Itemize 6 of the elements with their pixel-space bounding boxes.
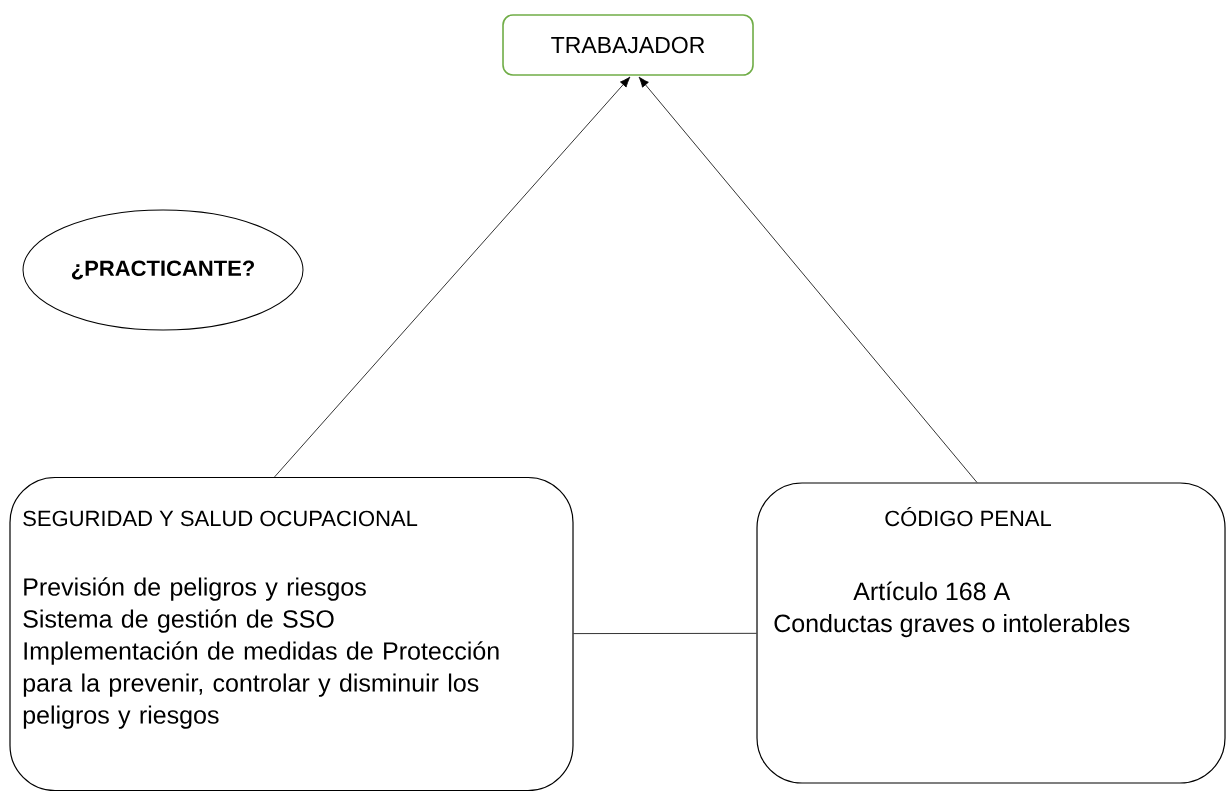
text-box: SEGURIDAD Y SALUD OCUPACIONAL Previsión de peligros y riesgos Sistema de gestión de SSO Implementación de medidas de Protección para la prevenir, controlar y disminuir los peligros y riesgos xyxy=(9,476,574,792)
text-box: CÓDIGO PENAL Artículo 168 A Conductas graves o intolerables xyxy=(756,482,1226,784)
arrow xyxy=(274,76,631,478)
oval: ¿PRACTICANTE? xyxy=(22,209,304,331)
arrow xyxy=(638,76,978,483)
title-box: TRABAJADOR xyxy=(502,14,754,76)
